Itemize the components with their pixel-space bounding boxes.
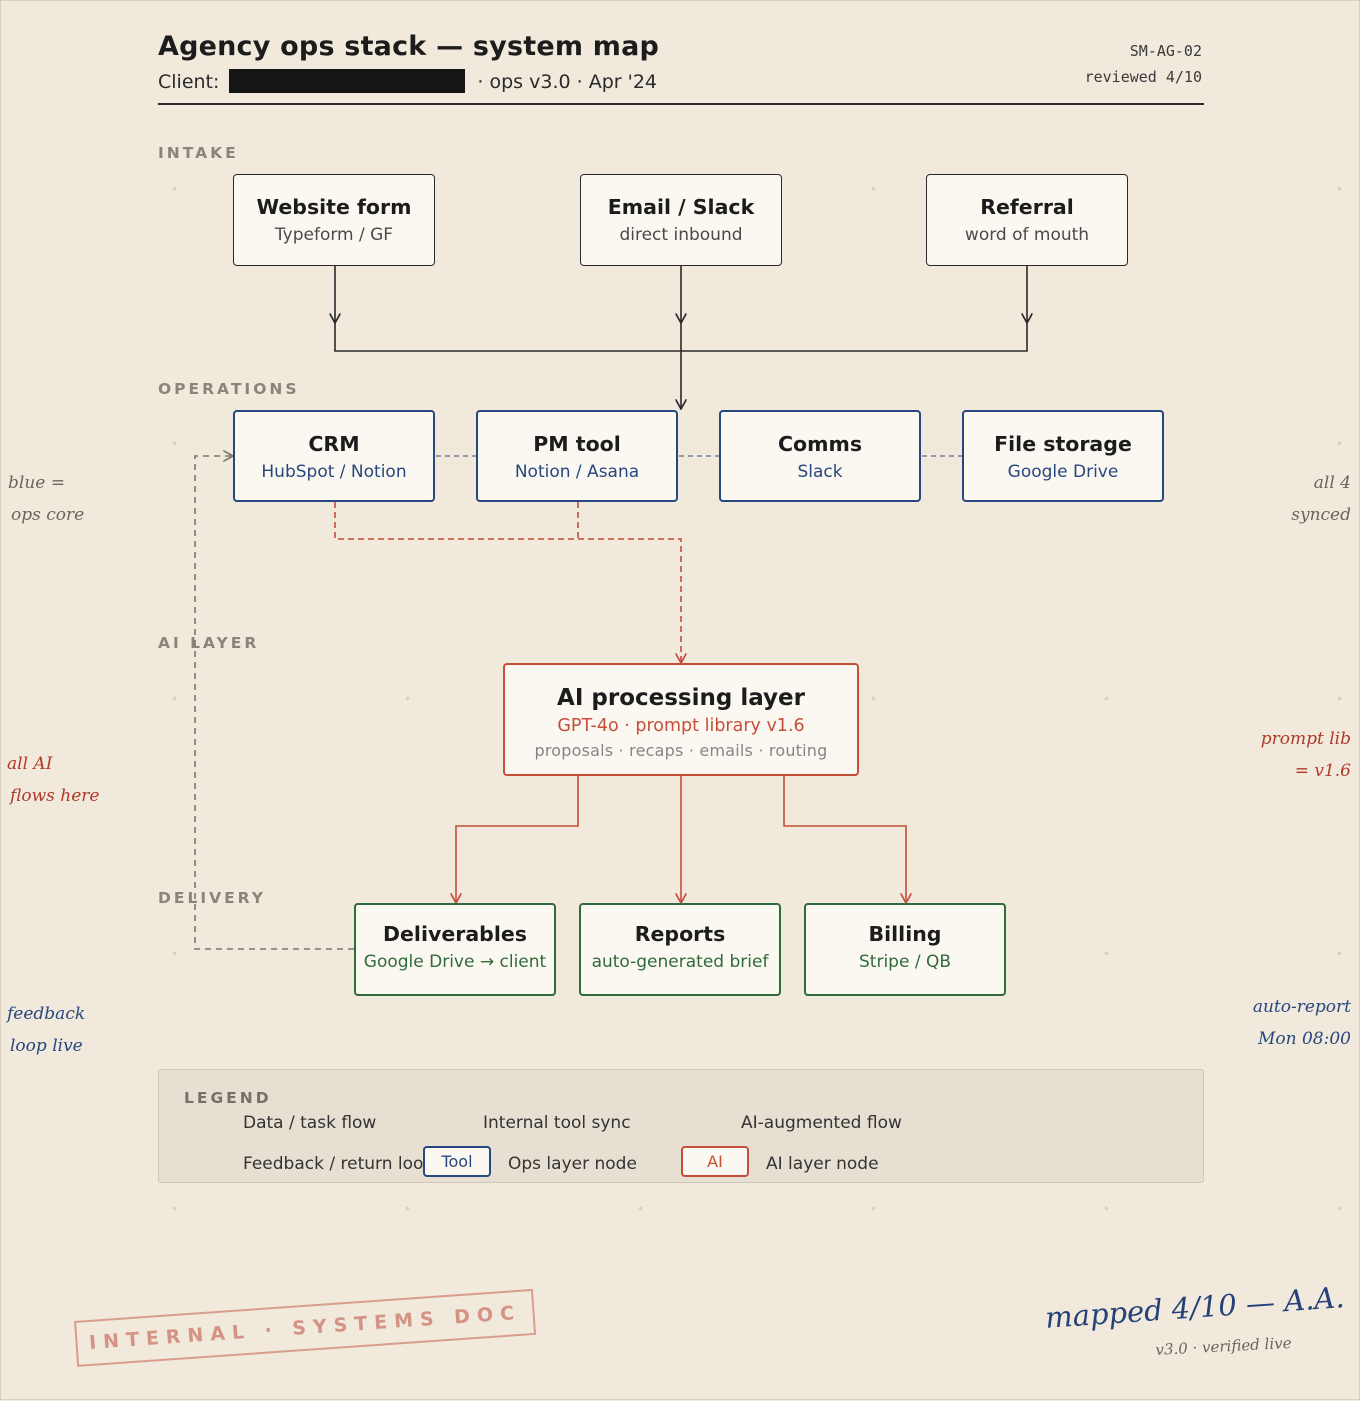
note-line: ops core [11, 505, 85, 525]
note-line: flows here [10, 786, 100, 806]
node-subtitle: Typeform / GF [274, 225, 394, 245]
section-label-delivery: DELIVERY [158, 889, 266, 907]
node-reports[interactable]: Reports auto-generated brief [579, 903, 781, 996]
node-subtitle: GPT-4o · prompt library v1.6 [557, 716, 805, 736]
node-subtitle: HubSpot / Notion [261, 462, 407, 482]
note-line: all AI [7, 754, 53, 774]
note-all-ai: all AI flows here [7, 748, 99, 812]
node-subtitle: direct inbound [619, 225, 743, 245]
reviewed-date: reviewed 4/10 [1084, 68, 1202, 86]
node-subtitle: word of mouth [964, 225, 1090, 245]
ai-outflow-lines [456, 775, 906, 903]
note-feedback-loop: feedback loop live [7, 998, 85, 1062]
note-line: = v1.6 [1294, 761, 1351, 781]
node-subtitle: auto-generated brief [591, 952, 769, 972]
intake-flow-lines [335, 266, 1027, 409]
node-title: Referral [980, 195, 1074, 219]
node-subtitle: Google Drive [1007, 462, 1119, 482]
section-label-ai-layer: AI LAYER [158, 634, 260, 652]
node-comms[interactable]: Comms Slack [719, 410, 921, 502]
node-ai-processing-layer[interactable]: AI processing layer GPT-4o · prompt libr… [503, 663, 859, 776]
node-title: AI processing layer [557, 685, 805, 711]
client-meta: · ops v3.0 · Apr '24 [477, 71, 658, 93]
header-divider [158, 103, 1204, 105]
node-email-slack[interactable]: Email / Slack direct inbound [580, 174, 782, 266]
node-crm[interactable]: CRM HubSpot / Notion [233, 410, 435, 502]
node-title: Billing [868, 922, 942, 946]
note-all-synced: all 4 synced [1291, 467, 1351, 531]
node-pm-tool[interactable]: PM tool Notion / Asana [476, 410, 678, 502]
note-line: synced [1291, 505, 1351, 525]
redacted-client-name [229, 69, 466, 93]
note-line: auto-report [1252, 997, 1351, 1017]
node-detail: proposals · recaps · emails · routing [534, 741, 828, 760]
note-line: Mon 08:00 [1258, 1029, 1351, 1049]
node-billing[interactable]: Billing Stripe / QB [804, 903, 1006, 996]
note-prompt-lib: prompt lib = v1.6 [1261, 723, 1351, 787]
node-title: PM tool [533, 432, 621, 456]
node-title: Website form [256, 195, 412, 219]
legend-ops-node: Ops layer node [508, 1154, 637, 1174]
client-label: Client: [158, 71, 220, 93]
node-title: File storage [994, 432, 1132, 456]
ai-inflow-lines [334, 502, 681, 663]
node-title: Deliverables [383, 922, 527, 946]
legend-internal-sync: Internal tool sync [483, 1113, 631, 1133]
legend-tool-chip: Tool [423, 1146, 491, 1177]
node-website-form[interactable]: Website form Typeform / GF [233, 174, 435, 266]
section-label-operations: OPERATIONS [158, 380, 300, 398]
note-line: prompt lib [1260, 729, 1351, 749]
client-line: Client: · ops v3.0 · Apr '24 [158, 69, 657, 93]
note-line: feedback [7, 1004, 86, 1024]
note-line: loop live [10, 1036, 83, 1056]
legend-data-flow: Data / task flow [243, 1113, 377, 1133]
node-subtitle: Stripe / QB [859, 952, 951, 972]
note-blue-ops-core: blue = ops core [8, 467, 84, 531]
legend-title: LEGEND [184, 1089, 272, 1107]
section-label-intake: INTAKE [158, 144, 239, 162]
legend-ai-flow: AI-augmented flow [741, 1113, 902, 1133]
legend-ai-chip: AI [681, 1146, 749, 1177]
node-deliverables[interactable]: Deliverables Google Drive → client [354, 903, 556, 996]
legend-ai-node: AI layer node [766, 1154, 879, 1174]
feedback-loop-line [194, 456, 354, 950]
node-subtitle: Google Drive → client [363, 952, 547, 972]
node-file-storage[interactable]: File storage Google Drive [962, 410, 1164, 502]
node-title: Reports [634, 922, 726, 946]
node-referral[interactable]: Referral word of mouth [926, 174, 1128, 266]
note-line: blue = [8, 473, 65, 493]
page-title: Agency ops stack — system map [158, 31, 660, 62]
doc-id: SM-AG-02 [1129, 42, 1202, 60]
note-auto-report: auto-report Mon 08:00 [1253, 991, 1351, 1055]
node-title: Comms [777, 432, 863, 456]
node-title: Email / Slack [607, 195, 755, 219]
legend: LEGEND Data / task flow Internal tool sy… [158, 1069, 1204, 1183]
legend-feedback: Feedback / return loop [243, 1154, 423, 1174]
node-subtitle: Slack [797, 462, 843, 482]
node-title: CRM [308, 432, 360, 456]
node-subtitle: Notion / Asana [514, 462, 640, 482]
note-line: all 4 [1313, 473, 1351, 493]
